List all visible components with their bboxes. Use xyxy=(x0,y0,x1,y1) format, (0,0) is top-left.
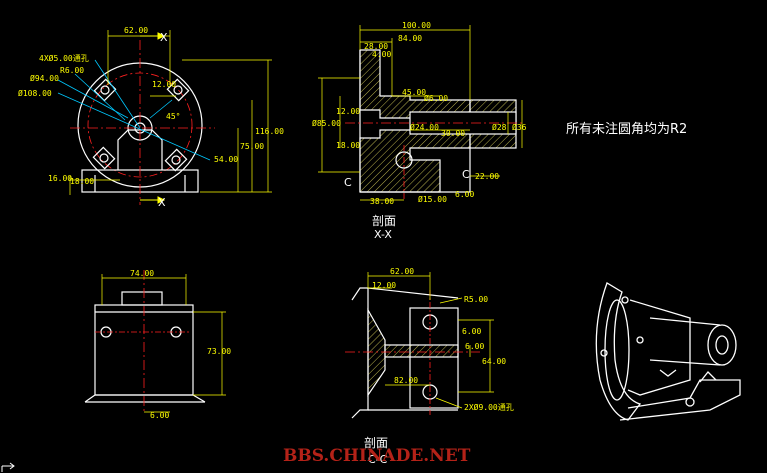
dim-dia85: Ø85.00 xyxy=(312,118,341,128)
top-view-dims xyxy=(101,274,226,413)
dim-r6: R6.00 xyxy=(60,66,84,75)
section-cc-web xyxy=(367,307,386,397)
section-cc-bore-hatch xyxy=(384,344,459,358)
dim-45deg: 45° xyxy=(166,112,180,121)
dim-116: 116.00 xyxy=(255,127,284,136)
section-cc-dims xyxy=(367,272,494,409)
dim-12: 12.00 xyxy=(152,80,176,89)
dim-dia15: Ø15.00 xyxy=(418,194,447,204)
dim-dia108: Ø108.00 xyxy=(18,88,52,98)
dim-12-cc: 12.00 xyxy=(372,281,396,290)
cross-hole xyxy=(395,151,413,169)
dim-38: 38.00 xyxy=(370,197,394,206)
axis-label-top: X xyxy=(160,31,168,44)
section-cc-caption: 剖面 xyxy=(364,436,388,450)
iso-boss-bore xyxy=(715,335,729,355)
watermark: BBS.CHINADE.NET xyxy=(283,446,471,466)
dim-4x-holes: 4XØ5.00通孔 xyxy=(39,53,89,63)
dim-64: 64.00 xyxy=(482,357,506,366)
dim-6-cc-b: 6.00 xyxy=(465,342,484,351)
dim-54: 54.00 xyxy=(214,155,238,164)
dim-16: 16.00 xyxy=(48,174,72,183)
section-xx-hatch-lower xyxy=(359,129,471,193)
dim-12-xx: 12.00 xyxy=(336,107,360,116)
top-view-boss xyxy=(121,291,163,306)
cut-label-left: C xyxy=(344,176,352,189)
dim-4: 4.00 xyxy=(372,50,391,59)
dim-62-cc: 62.00 xyxy=(390,267,414,276)
top-view-text: 74.00 73.00 6.00 xyxy=(130,269,231,420)
dim-18-xx: 18.00 xyxy=(336,141,360,150)
dim-74: 74.00 xyxy=(130,269,154,278)
section-xx-hatch-upper xyxy=(359,49,471,119)
dim-82: 82.00 xyxy=(394,376,418,385)
dim-100: 100.00 xyxy=(402,21,431,30)
dim-75: 75.00 xyxy=(240,142,264,151)
dim-dia36: Ø36 xyxy=(512,122,527,132)
dim-30: 30.00 xyxy=(441,129,465,138)
dim-18: 18.00 xyxy=(70,177,94,186)
dim-84: 84.00 xyxy=(398,34,422,43)
dim-r5: R5.00 xyxy=(464,295,488,304)
dim-dia6: Ø6.00 xyxy=(424,93,448,103)
dim-dia24: Ø24.00 xyxy=(410,122,439,132)
cut-label-right: C xyxy=(462,168,470,181)
dim-22: 22.00 xyxy=(475,172,499,181)
top-view xyxy=(84,270,226,413)
section-cc-text: 62.00 12.00 R5.00 6.00 6.00 64.00 82.00 … xyxy=(364,267,514,466)
section-xx-caption: 剖面 xyxy=(372,214,396,228)
dim-dia28: Ø28 xyxy=(492,122,507,132)
dim-45: 45.00 xyxy=(402,88,426,97)
dim-2x-holes: 2XØ9.00通孔 xyxy=(464,402,514,412)
section-xx-dims xyxy=(318,25,523,201)
section-xx-view xyxy=(318,25,525,201)
iso-flange xyxy=(595,282,642,421)
section-cc-view xyxy=(345,272,494,419)
iso-flange-face xyxy=(604,299,630,401)
isometric-view xyxy=(595,282,741,421)
dim-6-cc-a: 6.00 xyxy=(462,327,481,336)
general-note: 所有未注圆角均为R2 xyxy=(566,122,687,137)
dim-6-top: 6.00 xyxy=(150,411,169,420)
dimension-lines xyxy=(69,30,272,195)
dim-73: 73.00 xyxy=(207,347,231,356)
bolt-holes xyxy=(92,78,190,172)
section-xx-text: 100.00 28.00 84.00 4.00 45.00 Ø6.00 12.0… xyxy=(312,21,527,241)
dim-28: 28.00 xyxy=(364,42,388,51)
leaders xyxy=(57,59,211,161)
section-arrows-xx xyxy=(140,32,166,204)
front-view xyxy=(57,30,272,205)
iso-boss-end xyxy=(707,324,737,366)
axis-label-bottom: X xyxy=(158,196,166,209)
dim-dia94: Ø94.00 xyxy=(30,73,59,83)
dim-6: 6.00 xyxy=(455,190,474,199)
iso-boss xyxy=(649,317,721,366)
dim-62: 62.00 xyxy=(124,26,148,35)
iso-base xyxy=(619,379,741,421)
section-cc-subcaption: C-C xyxy=(368,453,388,466)
ucs-icon xyxy=(1,462,15,472)
section-cc-plate xyxy=(409,307,459,409)
iso-body xyxy=(627,299,691,396)
front-view-text: X X 62.00 4XØ5.00通孔 R6.00 Ø94.00 Ø108.00… xyxy=(18,26,284,209)
section-xx-subcaption: X-X xyxy=(374,228,392,241)
